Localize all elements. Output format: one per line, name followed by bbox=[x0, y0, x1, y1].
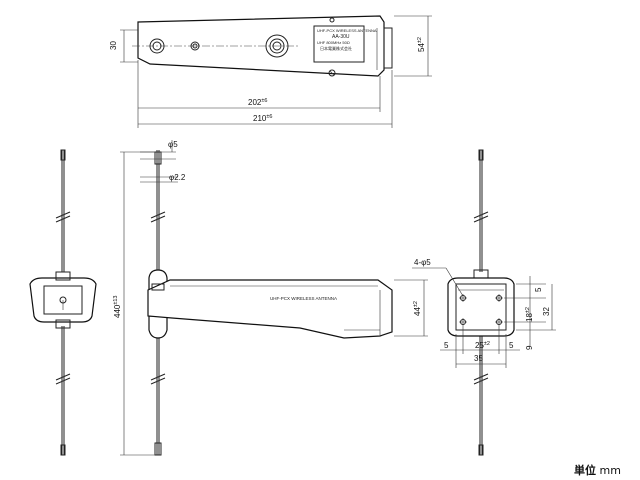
dim-body-height-tol: ±2 bbox=[413, 301, 419, 307]
svg-text:18±2: 18±2 bbox=[525, 307, 534, 322]
unit-label: 単位 mm bbox=[574, 462, 621, 478]
dim-hole-pitch-h: 25 bbox=[475, 341, 484, 350]
unit-label-mm: mm bbox=[599, 464, 621, 477]
dim-plate-height: 32 bbox=[542, 307, 551, 316]
side-body-label: UHF-PCX WIRELESS ANTENNA bbox=[270, 296, 337, 301]
svg-text:440±13: 440±13 bbox=[113, 296, 122, 319]
dim-length-outer: 210 bbox=[253, 114, 267, 123]
svg-text:44±2: 44±2 bbox=[413, 301, 422, 316]
dim-hole-pitch-h-tol: ±2 bbox=[484, 341, 490, 347]
svg-text:25±2: 25±2 bbox=[475, 341, 490, 350]
dim-body-height: 44 bbox=[413, 307, 422, 316]
plate-text-line1: UHF-PCX WIRELESS ANTENNA bbox=[317, 28, 377, 33]
dim-total-length-tol: ±13 bbox=[113, 296, 119, 305]
dim-total-length: 440 bbox=[113, 304, 122, 318]
dim-length-outer-tol: ±6 bbox=[266, 114, 272, 120]
plate-text-line3: UHF 800MHz 50Ω bbox=[317, 40, 350, 45]
dim-right-gap: 5 bbox=[509, 341, 514, 350]
plate-text-line2: AA-30U bbox=[332, 34, 350, 40]
svg-text:54±2: 54±2 bbox=[417, 37, 426, 52]
top-view: UHF-PCX WIRELESS ANTENNA AA-30U UHF 800M… bbox=[109, 15, 432, 128]
dim-left-gap: 5 bbox=[444, 341, 449, 350]
end-view-right: 4-φ5 5 18±2 32 9 5 25±2 5 35 bbox=[412, 149, 556, 456]
dim-bottom-gap: 9 bbox=[525, 345, 534, 350]
dim-top-gap: 5 bbox=[534, 287, 543, 292]
dim-wire-dia: φ2.2 bbox=[169, 173, 186, 182]
end-view-left bbox=[29, 149, 97, 456]
dim-top-width: 30 bbox=[109, 41, 118, 50]
svg-text:202±6: 202±6 bbox=[248, 98, 267, 107]
dim-hole-pitch-v-tol: ±2 bbox=[525, 307, 531, 313]
dim-length-inner-tol: ±6 bbox=[261, 98, 267, 104]
plate-text-line4: 日本電業株式会社 bbox=[320, 45, 352, 51]
dim-top-height: 54 bbox=[417, 43, 426, 52]
dim-rod-dia: φ5 bbox=[168, 140, 178, 149]
dim-hole-callout: 4-φ5 bbox=[414, 258, 431, 267]
dim-length-inner: 202 bbox=[248, 98, 262, 107]
side-view: UHF-PCX WIRELESS ANTENNA φ5 φ2.2 440±13 … bbox=[113, 140, 428, 456]
dim-top-height-tol: ±2 bbox=[417, 37, 423, 43]
dim-hole-pitch-v: 18 bbox=[525, 313, 534, 322]
unit-label-prefix: 単位 bbox=[574, 464, 596, 477]
svg-text:210±6: 210±6 bbox=[253, 114, 272, 123]
dim-plate-width: 35 bbox=[474, 354, 483, 363]
